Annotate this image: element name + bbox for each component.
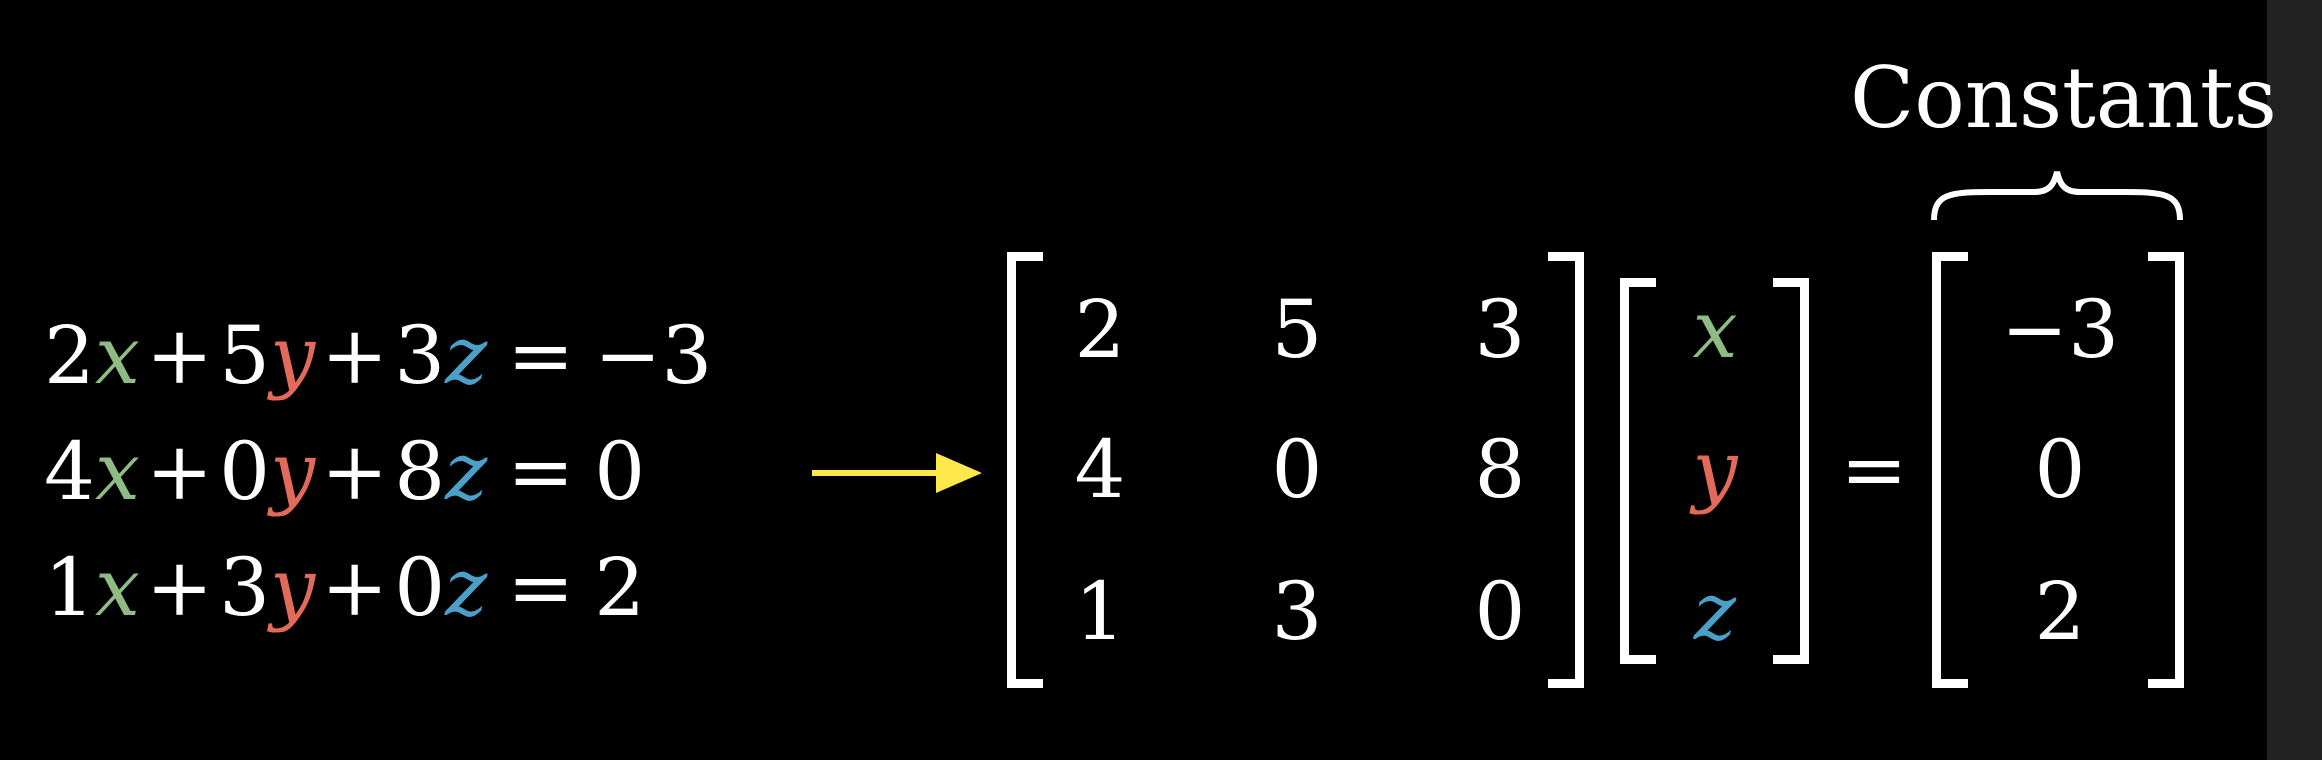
matrix-left-bracket xyxy=(1007,252,1043,688)
var-z: z xyxy=(445,309,488,402)
var-y: y xyxy=(269,425,316,518)
matrix-cell: 3 xyxy=(1474,283,1526,376)
constant-cell: −3 xyxy=(2001,283,2119,376)
plus-sign: + xyxy=(321,541,389,634)
matrix-cell: 0 xyxy=(1271,423,1323,516)
plus-sign: + xyxy=(146,309,214,402)
right-edge-strip xyxy=(2267,0,2322,760)
var-x: x xyxy=(94,541,141,634)
var-x: x xyxy=(94,425,141,518)
var-z: z xyxy=(445,541,488,634)
plus-sign: + xyxy=(146,541,214,634)
var-x: x xyxy=(94,309,141,402)
coef-x: 2 xyxy=(44,309,95,402)
coef-y: 0 xyxy=(219,425,270,518)
constants-right-bracket xyxy=(2148,252,2184,688)
matrix-cell: 5 xyxy=(1271,283,1323,376)
constants-left-bracket xyxy=(1932,252,1968,688)
equals-sign: = xyxy=(507,425,575,518)
rhs-value: 0 xyxy=(594,425,646,518)
vector-cell-y: y xyxy=(1692,423,1738,516)
var-y: y xyxy=(269,541,316,634)
var-y: y xyxy=(269,309,316,402)
plus-sign: + xyxy=(146,425,214,518)
coef-y: 3 xyxy=(219,541,270,634)
equation-line-3: 1x+3y+0z=2 xyxy=(44,538,645,638)
rhs-value: −3 xyxy=(594,309,713,402)
matrix-cell: 2 xyxy=(1074,283,1126,376)
constant-cell: 0 xyxy=(2034,423,2086,516)
equation-line-1: 2x+5y+3z=−3 xyxy=(44,306,712,406)
coef-z: 8 xyxy=(394,425,446,518)
coef-x: 1 xyxy=(44,541,95,634)
var-z: z xyxy=(445,425,488,518)
equals-sign: = xyxy=(507,541,575,634)
plus-sign: + xyxy=(321,425,389,518)
matrix-right-bracket xyxy=(1548,252,1584,688)
coef-y: 5 xyxy=(219,309,270,402)
coef-z: 0 xyxy=(394,541,446,634)
right-arrow-icon xyxy=(812,453,982,493)
matrix-cell: 0 xyxy=(1474,565,1526,658)
constants-label: Constants xyxy=(1850,49,2277,147)
vector-cell-x: x xyxy=(1692,283,1738,376)
vector-left-bracket xyxy=(1620,278,1656,664)
constant-cell: 2 xyxy=(2034,565,2086,658)
matrix-cell: 1 xyxy=(1074,565,1126,658)
equation-line-2: 4x+0y+8z=0 xyxy=(44,422,645,522)
rhs-value: 2 xyxy=(594,541,646,634)
plus-sign: + xyxy=(321,309,389,402)
matrix-cell: 3 xyxy=(1271,565,1323,658)
matrix-equals-sign: = xyxy=(1840,423,1908,516)
coef-x: 4 xyxy=(44,425,95,518)
matrix-cell: 4 xyxy=(1074,423,1126,516)
vector-right-bracket xyxy=(1773,278,1809,664)
matrix-cell: 8 xyxy=(1474,423,1526,516)
equals-sign: = xyxy=(507,309,575,402)
coef-z: 3 xyxy=(394,309,446,402)
curly-brace-icon xyxy=(1931,171,2183,221)
vector-cell-z: z xyxy=(1693,565,1737,658)
